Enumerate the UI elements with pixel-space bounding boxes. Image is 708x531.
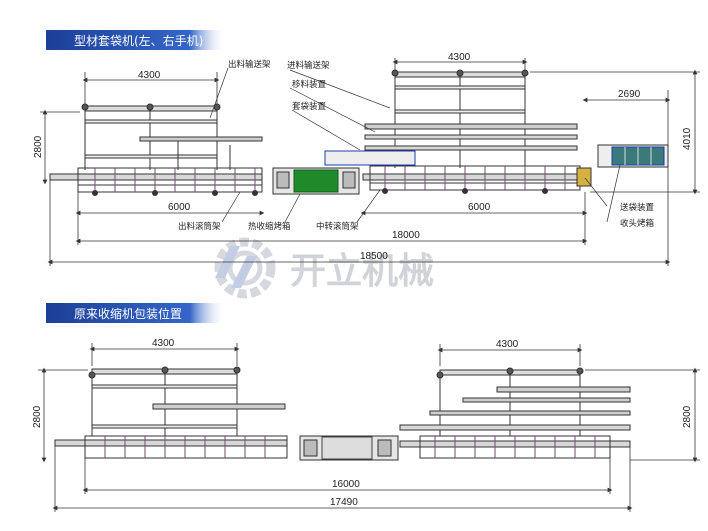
bottom-dimensions (38, 343, 700, 512)
watermark-text: 开立机械 (290, 251, 434, 292)
old-shrink-oven (299, 435, 399, 461)
top-labels: 出料输送架 进料输送架 移料装置 套袋装置 送袋装置 收头烤箱 出料滚筒架 热收… (178, 59, 655, 232)
bottom-dimension-labels: 4300 4300 2800 2800 16000 17490 (32, 338, 693, 508)
label-end-oven: 收头烤箱 (620, 218, 655, 229)
label-outfeed-roller: 出料滚筒架 (178, 221, 221, 232)
dim-top-total-outer: 18500 (360, 251, 388, 262)
label-bag-feeder: 送袋装置 (620, 202, 655, 213)
dim-bottom-total-outer: 17490 (330, 497, 358, 508)
dim-top-right-width: 4300 (448, 52, 471, 63)
dim-bottom-right-height: 2800 (682, 405, 693, 428)
dim-top-total-inner: 18000 (392, 230, 420, 241)
label-infeed-conveyor: 进料输送架 (287, 60, 330, 71)
dim-bottom-right-width: 4300 (496, 339, 519, 350)
dim-top-right-base: 6000 (468, 202, 491, 213)
top-dimension-labels: 4300 2800 6000 4300 2690 4010 6000 18000… (33, 52, 693, 262)
top-leader-lines (209, 67, 621, 223)
dim-bottom-left-height: 2800 (32, 405, 43, 428)
top-dimensions (40, 58, 700, 266)
section-title-banner-1: 型材套袋机(左、右手机) (46, 30, 226, 50)
section-title-1: 型材套袋机(左、右手机) (74, 33, 203, 48)
section-title-2: 原来收缩机包装位置 (74, 306, 182, 321)
bottom-layout (54, 366, 631, 461)
dim-top-right-offset: 2690 (618, 89, 641, 100)
gear-logo-icon (214, 237, 276, 299)
old-right-frame (399, 367, 631, 459)
bag-feeder (597, 144, 669, 168)
shrink-oven (272, 167, 360, 195)
outfeed-frame (49, 103, 263, 196)
dim-bottom-left-width: 4300 (152, 338, 175, 349)
dim-top-right-height: 4010 (682, 127, 693, 150)
bagging-frame (324, 69, 592, 194)
watermark: 开立机械 (214, 237, 434, 299)
label-transfer-roller: 中转滚筒架 (316, 221, 359, 232)
dim-top-left-height: 2800 (33, 135, 44, 158)
top-layout (49, 69, 669, 196)
label-shrink-oven: 热收缩烤箱 (248, 221, 291, 232)
dim-top-left-base: 6000 (168, 202, 191, 213)
label-bagging-device: 套袋装置 (292, 101, 327, 112)
label-outfeed-conveyor: 出料输送架 (228, 59, 271, 70)
dim-bottom-total-inner: 16000 (332, 479, 360, 490)
dim-top-left-width: 4300 (138, 70, 161, 81)
old-left-frame (54, 366, 288, 459)
section-title-banner-2: 原来收缩机包装位置 (46, 303, 226, 323)
label-transfer-device: 移料装置 (292, 79, 327, 90)
